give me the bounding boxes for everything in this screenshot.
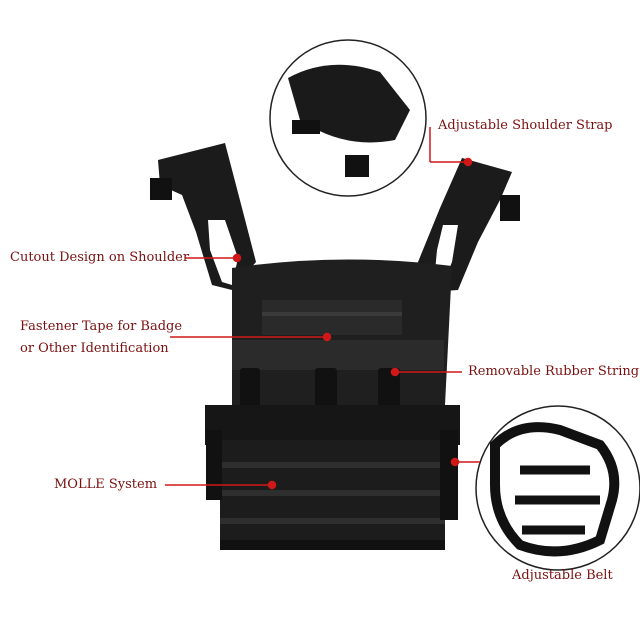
callout-lines [165, 127, 480, 490]
label-fastener-tape-line2: or Other Identification [20, 341, 169, 356]
tactical-vest [150, 143, 520, 550]
label-rubber-string: Removable Rubber String [468, 364, 640, 379]
label-molle-system: MOLLE System [54, 477, 158, 492]
shoulder-strap-zoom [269, 39, 427, 197]
label-cutout-design: Cutout Design on Shoulder [10, 250, 190, 265]
label-adjustable-belt: Adjustable Belt [512, 568, 613, 583]
label-fastener-tape-line1: Fastener Tape for Badge [20, 319, 183, 334]
label-shoulder-strap: Adjustable Shoulder Strap [438, 118, 613, 133]
belt-zoom [475, 405, 640, 571]
